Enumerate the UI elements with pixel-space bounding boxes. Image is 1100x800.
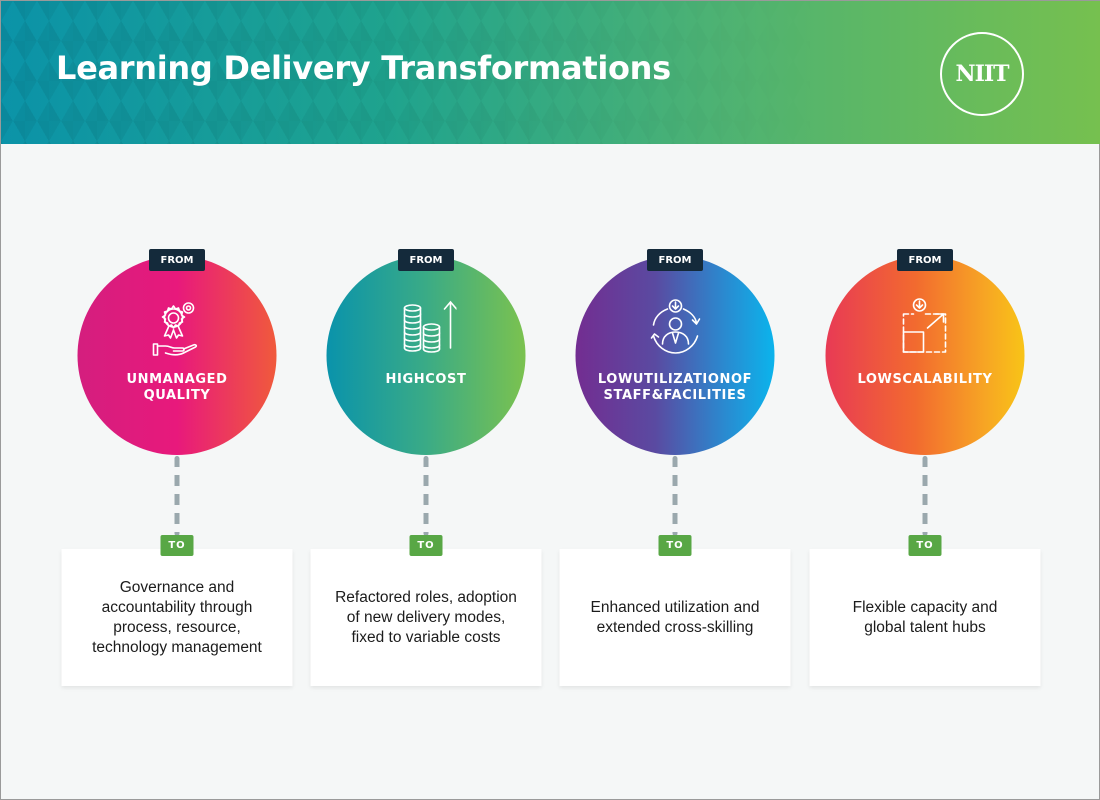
from-label: LOWUTILIZATIONOF STAFF&FACILITIES bbox=[597, 372, 753, 403]
to-card: Enhanced utilization and extended cross-… bbox=[559, 549, 791, 686]
to-text: Governance and accountability through pr… bbox=[92, 578, 262, 656]
award-gear-hand-icon bbox=[147, 298, 207, 358]
to-card: Governance and accountability through pr… bbox=[61, 549, 293, 686]
to-text: Flexible capacity and global talent hubs bbox=[852, 598, 998, 636]
header-pattern bbox=[1, 1, 1100, 144]
niit-logo: NIIT bbox=[940, 32, 1024, 116]
to-card: Flexible capacity and global talent hubs bbox=[809, 549, 1041, 686]
from-circle: UNMANAGED QUALITY bbox=[77, 256, 277, 455]
from-circle: LOWUTILIZATIONOF STAFF&FACILITIES bbox=[575, 256, 775, 455]
coins-arrow-up-icon bbox=[396, 298, 456, 358]
to-card: Refactored roles, adoption of new delive… bbox=[310, 549, 542, 686]
from-label: UNMANAGED QUALITY bbox=[126, 372, 228, 403]
to-badge: TO bbox=[409, 535, 443, 556]
dashed-connector bbox=[423, 456, 429, 536]
dashed-connector bbox=[174, 456, 180, 536]
scale-up-icon bbox=[895, 298, 955, 358]
to-badge: TO bbox=[658, 535, 692, 556]
transformation-column-scalability: FROM LOWSCALABILITY TO Flexible capacity… bbox=[805, 249, 1045, 689]
header-banner: Learning Delivery Transformations NIIT bbox=[1, 1, 1100, 144]
from-badge: FROM bbox=[398, 249, 454, 271]
to-text: Enhanced utilization and extended cross-… bbox=[590, 598, 760, 636]
dashed-connector bbox=[672, 456, 678, 536]
from-label: HIGHCOST bbox=[385, 372, 467, 387]
to-text: Refactored roles, adoption of new delive… bbox=[335, 588, 517, 646]
logo-text: NIIT bbox=[955, 61, 1009, 87]
from-badge: FROM bbox=[647, 249, 703, 271]
from-badge: FROM bbox=[149, 249, 205, 271]
from-circle: HIGHCOST bbox=[326, 256, 526, 455]
page-title: Learning Delivery Transformations bbox=[56, 49, 671, 87]
transformation-column-quality: FROM UNMANAGED QUALITY TO Governance and… bbox=[57, 249, 297, 689]
dashed-connector bbox=[922, 456, 928, 536]
to-badge: TO bbox=[908, 535, 942, 556]
from-circle: LOWSCALABILITY bbox=[825, 256, 1025, 455]
transformation-column-utilization: FROM LOWUTILIZATIONOF STAFF&FACILITIES T… bbox=[555, 249, 795, 689]
transformation-column-cost: FROM HIGHCOST TO Refactored roles, adopt… bbox=[306, 249, 546, 689]
from-label: LOWSCALABILITY bbox=[857, 372, 993, 387]
person-cycle-icon bbox=[645, 298, 705, 358]
from-badge: FROM bbox=[897, 249, 953, 271]
to-badge: TO bbox=[160, 535, 194, 556]
